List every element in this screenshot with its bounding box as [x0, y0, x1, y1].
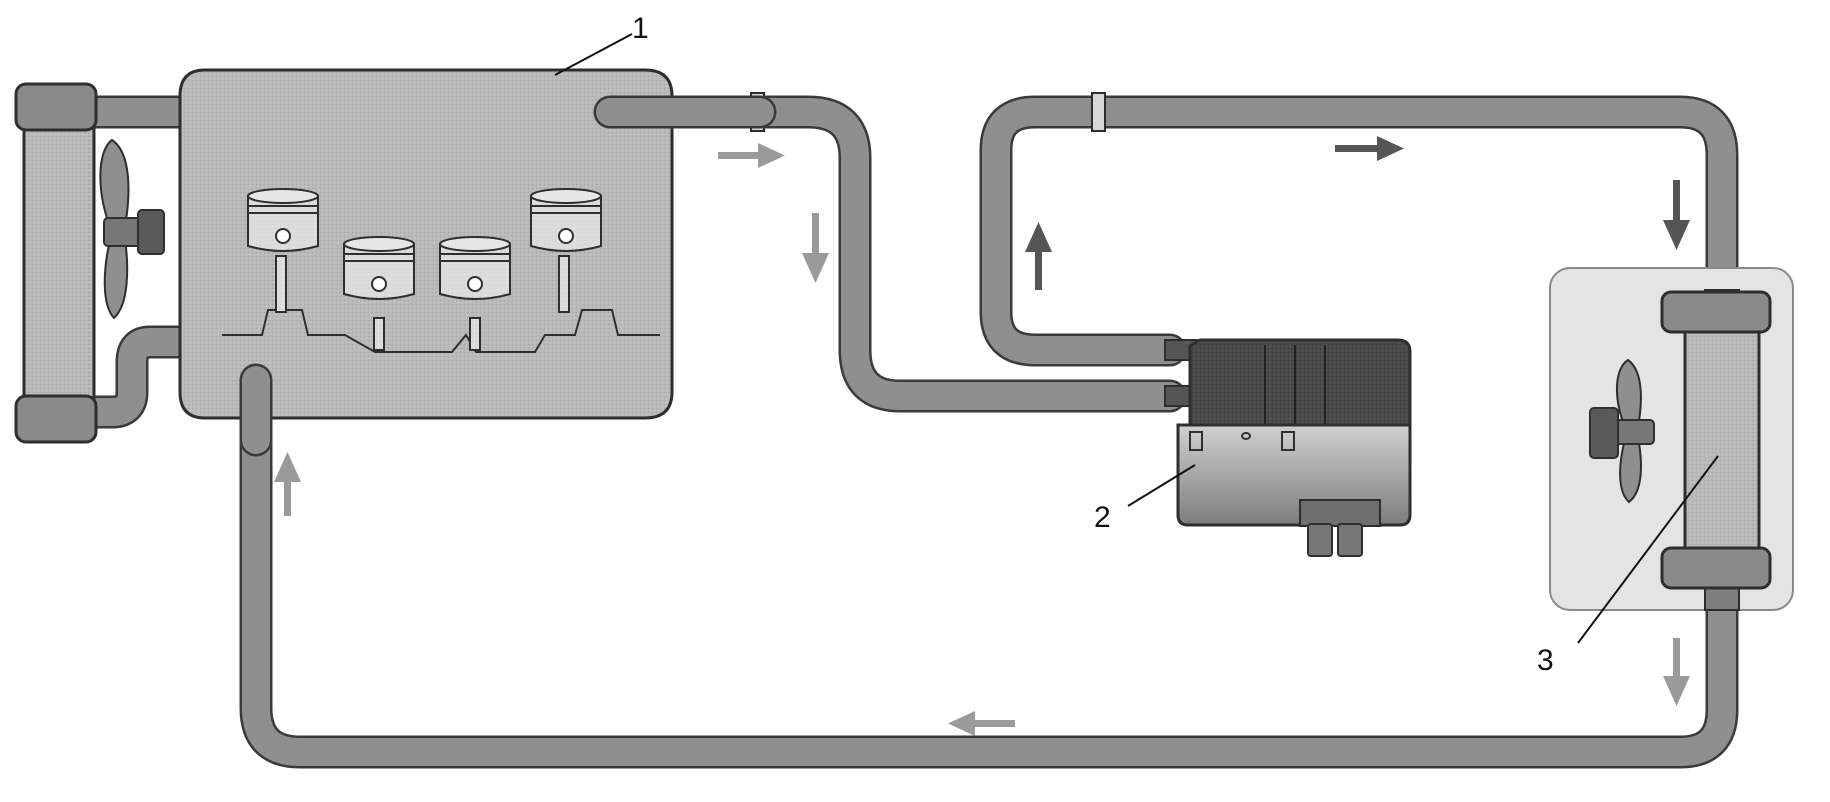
flow-arrow-down-icon: [802, 213, 829, 283]
callout-engine: 1: [554, 12, 649, 76]
flow-arrow-left-icon: [948, 711, 1015, 736]
callout-heat-exchanger: 3: [1537, 455, 1719, 677]
engine-block: [178, 68, 674, 420]
flow-arrow-up-icon: [1025, 222, 1052, 290]
piston: [247, 188, 319, 313]
flow-arrow-right-icon: [1335, 136, 1404, 161]
flow-arrows: [274, 136, 1690, 736]
pipe-network: [73, 92, 1739, 769]
callout-number-2: 2: [1094, 501, 1111, 534]
callout-heater: 2: [1094, 464, 1196, 534]
flow-arrow-down-icon: [1663, 638, 1690, 706]
hose-clamp: [1091, 92, 1106, 132]
piston: [530, 188, 602, 313]
flow-arrow-up-icon: [274, 452, 301, 516]
flow-arrow-down-icon: [1663, 180, 1690, 250]
vehicle-radiator: [14, 82, 165, 444]
radiator-fan-icon: [99, 138, 165, 320]
coolant-heater: [1164, 338, 1412, 557]
flow-arrow-right-icon: [718, 143, 785, 168]
piston: [343, 236, 415, 351]
callout-number-3: 3: [1537, 644, 1554, 677]
heat-exchanger-fan-icon: [1589, 358, 1655, 504]
piston: [439, 236, 511, 351]
heat-exchanger: [1549, 267, 1794, 611]
callout-number-1: 1: [632, 12, 649, 45]
